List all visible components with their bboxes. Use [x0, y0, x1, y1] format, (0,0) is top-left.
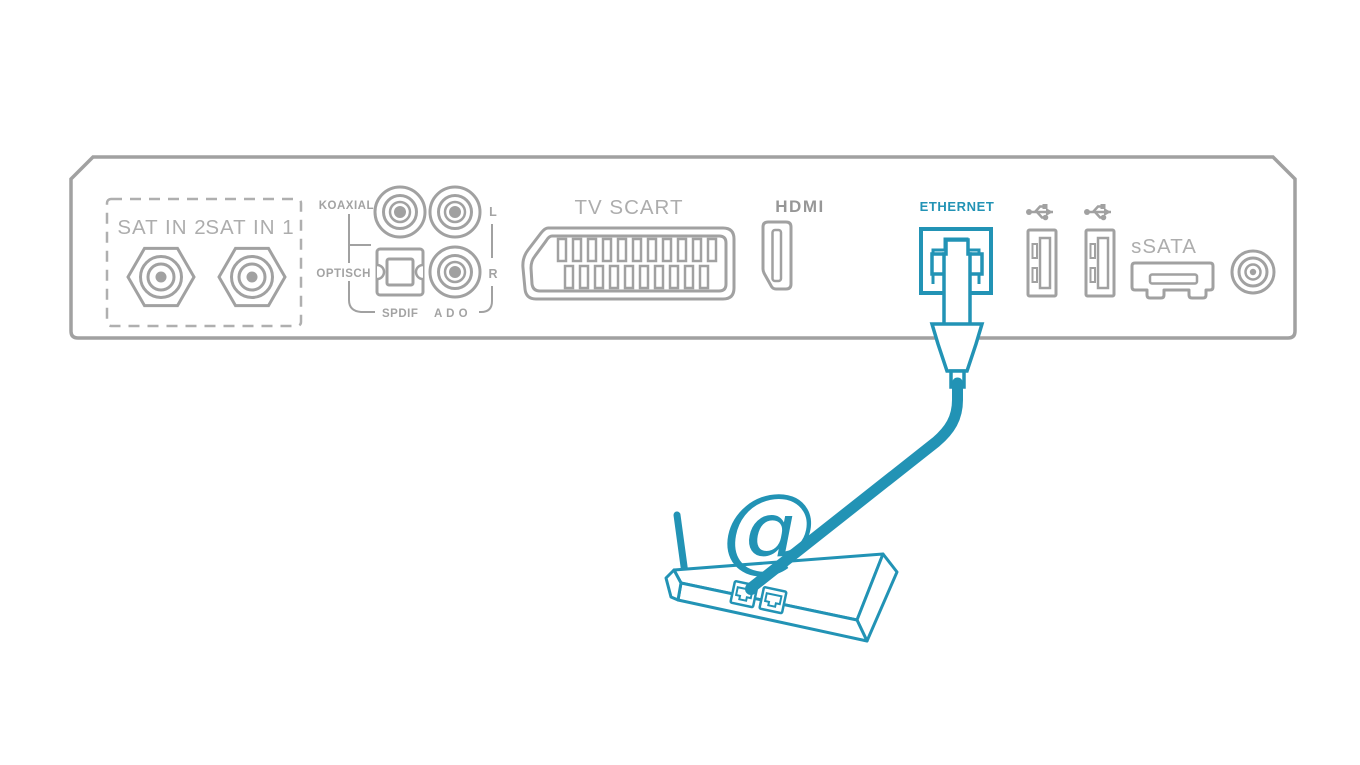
ssata-port-icon — [1130, 261, 1215, 300]
ethernet-group: ETHERNET — [919, 199, 995, 389]
power-connector-icon — [1230, 249, 1276, 295]
tv-scart-group: TV SCART — [521, 196, 736, 301]
sat-in-1-label: SAT IN 1 — [205, 216, 294, 239]
ado-label: A D O — [434, 308, 468, 320]
receiver-back-panel: SAT IN 2 SAT IN 1 KOAXIAL OPTISCH SPDIF … — [69, 155, 1297, 340]
sat-in-group: SAT IN 2 SAT IN 1 — [105, 197, 303, 328]
usb-port-2-icon — [1084, 228, 1116, 298]
audio-left-label: L — [489, 205, 497, 219]
at-icon: @ — [722, 474, 816, 583]
ssata-group: sSATA — [1130, 235, 1215, 300]
rj45-plug-icon — [929, 238, 985, 389]
usb-group — [1026, 204, 1116, 298]
usb-icon — [1026, 204, 1053, 221]
spdif-bracket-line — [348, 214, 375, 313]
sat-in-1-connector-icon — [217, 246, 287, 308]
usb-port-1-icon — [1026, 228, 1058, 298]
optical-toslink-port-icon — [375, 247, 425, 297]
hdmi-logo-label: HDMI — [775, 197, 824, 216]
ethernet-cable — [745, 377, 963, 595]
router-left-cap — [664, 568, 683, 602]
ado-bracket-line — [479, 224, 493, 313]
hdmi-port-icon — [761, 220, 793, 291]
usb-icon — [1084, 204, 1111, 221]
sat-in-2-connector-icon — [126, 246, 196, 308]
spdif-label: SPDIF — [382, 308, 418, 320]
audio-l-rca-jack-icon — [428, 185, 482, 239]
ethernet-label: ETHERNET — [920, 199, 995, 214]
koaxial-label: KOAXIAL — [319, 200, 374, 212]
koaxial-rca-jack-icon — [373, 185, 427, 239]
audio-spdif-group: KOAXIAL OPTISCH SPDIF A D O L R — [316, 185, 498, 320]
sat-in-dashed-box — [105, 197, 303, 328]
tv-scart-label: TV SCART — [575, 196, 684, 219]
ssata-label: sSATA — [1131, 235, 1197, 258]
sat-in-2-label: SAT IN 2 — [117, 216, 206, 239]
router-port-2-icon — [758, 586, 788, 615]
audio-right-label: R — [488, 267, 497, 281]
scart-port-icon — [521, 226, 736, 301]
router: @ — [664, 474, 899, 643]
audio-r-rca-jack-icon — [428, 245, 482, 299]
optisch-label: OPTISCH — [316, 268, 371, 280]
scart-pins — [556, 237, 718, 290]
cable-tip — [745, 583, 757, 595]
hdmi-group: HDMI — [761, 197, 824, 291]
